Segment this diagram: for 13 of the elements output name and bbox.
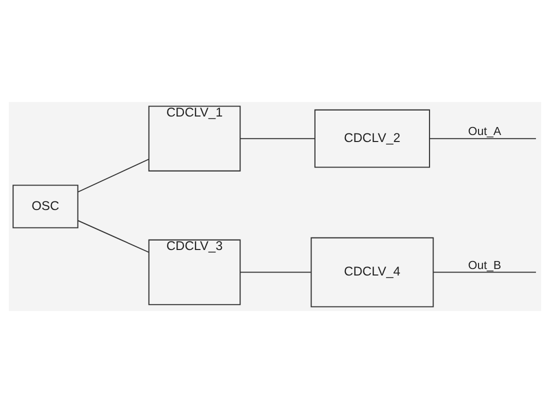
connector: [78, 220, 150, 252]
edge-label: Out_B: [468, 258, 502, 272]
connector: [430, 138, 536, 139]
node-box: CDCLV_2: [314, 108, 430, 168]
node-box: CDCLV_4: [310, 236, 434, 307]
connector: [240, 271, 311, 272]
edge-label: Out_A: [468, 124, 502, 138]
connector: [240, 138, 315, 139]
connector: [78, 158, 150, 192]
node-box: CDCLV_1: [148, 105, 241, 171]
node-box: OSC: [12, 184, 78, 228]
connector: [433, 271, 536, 272]
node-box: CDCLV_3: [148, 238, 241, 305]
